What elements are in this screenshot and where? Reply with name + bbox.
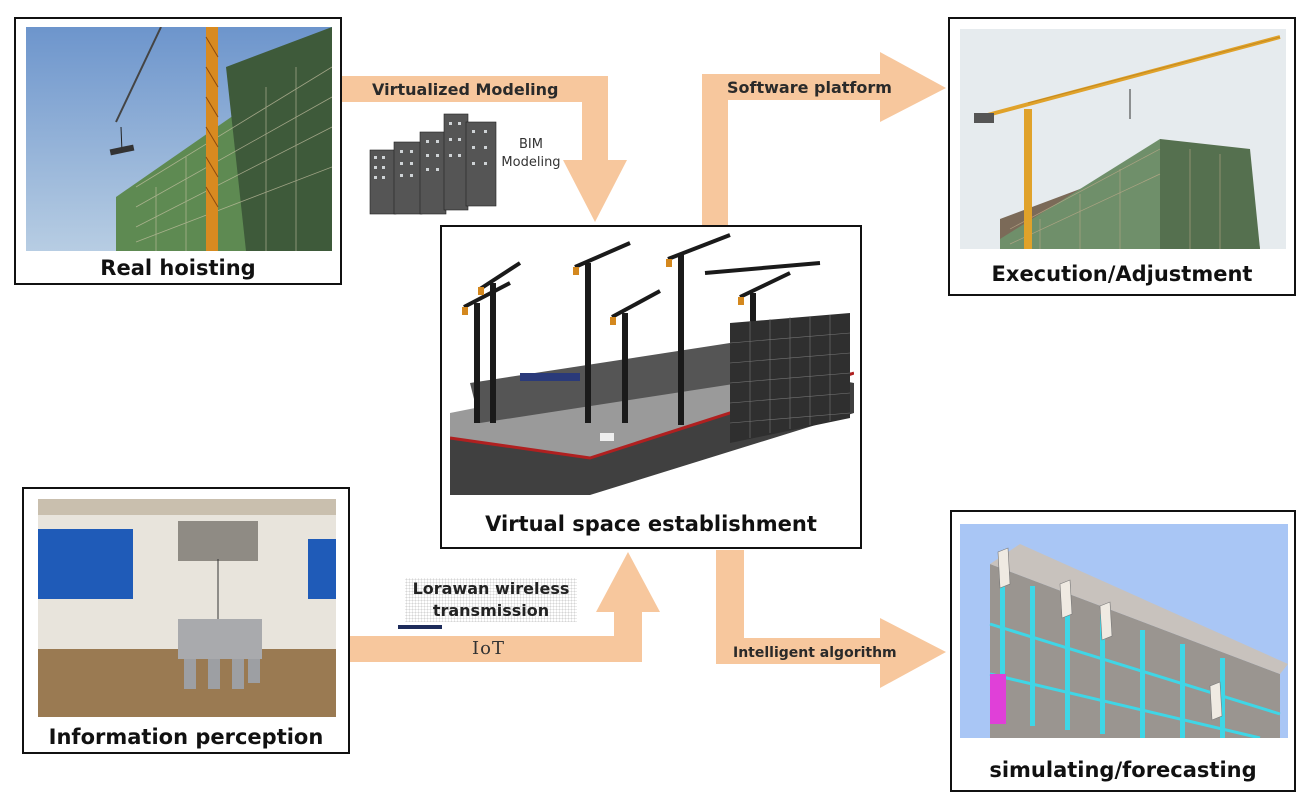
bim-building-model [368,112,500,216]
lorawan-label: Lorawan wireless transmission [405,578,577,622]
simulating-caption: simulating/forecasting [989,758,1257,782]
bim-label-line1: BIM [519,137,543,152]
real-hoisting-caption: Real hoisting [100,256,256,280]
software-platform-label: Software platform [727,78,892,97]
virtual-space-model [450,233,854,495]
node-virtual-space: Virtual space establishment [440,225,862,549]
arrow-iot [350,552,660,662]
node-real-hoisting: Real hoisting [14,17,342,285]
execution-caption: Execution/Adjustment [991,262,1253,286]
intelligent-algorithm-label: Intelligent algorithm [733,645,897,661]
iot-label: IoT [472,638,505,659]
node-information-perception: Information perception [22,487,350,754]
arrow-intelligent-algorithm [716,550,946,688]
bim-label-line2: Modeling [501,155,561,170]
lorawan-line2: transmission [432,601,550,620]
arrow-software-platform [702,52,946,225]
real-hoisting-photo [26,27,332,251]
virtual-space-caption: Virtual space establishment [485,512,817,536]
bim-modeling-label: BIM Modeling [496,136,566,172]
lorawan-line1: Lorawan wireless [412,579,570,598]
arrow-virtualized-modeling [341,76,627,222]
node-simulating-forecasting: simulating/forecasting [950,510,1296,792]
simulating-model [960,524,1288,738]
information-perception-caption: Information perception [48,725,324,749]
node-execution-adjustment: Execution/Adjustment [948,17,1296,296]
virtualized-modeling-label: Virtualized Modeling [372,80,559,99]
execution-photo [960,29,1286,249]
lorawan-underline [398,625,442,629]
information-perception-photo [38,499,336,717]
